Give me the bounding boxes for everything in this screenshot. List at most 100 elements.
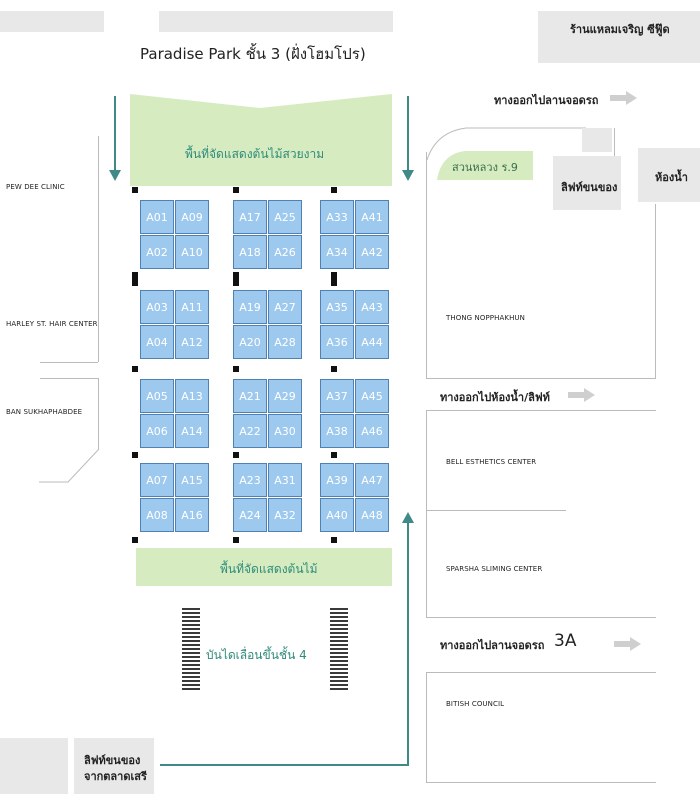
pillar-marker (331, 272, 337, 286)
stall-a26[interactable]: A26 (268, 235, 302, 269)
stall-a48[interactable]: A48 (355, 498, 389, 532)
arrow-line (114, 96, 116, 174)
wall-diagonal (39, 448, 100, 483)
stall-a34[interactable]: A34 (320, 235, 354, 269)
shop-pew-dee: PEW DEE CLINIC (6, 183, 65, 191)
toilet-label: ห้องน้ำ (655, 171, 688, 184)
wall (426, 672, 656, 673)
stall-a04[interactable]: A04 (140, 325, 174, 359)
garden-bottom-area (136, 548, 392, 586)
stall-a25[interactable]: A25 (268, 200, 302, 234)
stall-a28[interactable]: A28 (268, 325, 302, 359)
top-right-shop-label: ร้านแหลมเจริญ ซีฟู๊ด (570, 23, 670, 36)
stall-a20[interactable]: A20 (233, 325, 267, 359)
stall-a24[interactable]: A24 (233, 498, 267, 532)
stall-a32[interactable]: A32 (268, 498, 302, 532)
wall (40, 362, 98, 363)
wall (98, 136, 99, 362)
stall-a39[interactable]: A39 (320, 463, 354, 497)
top-right-shop-block (538, 11, 700, 63)
stall-a29[interactable]: A29 (268, 379, 302, 413)
stall-a46[interactable]: A46 (355, 414, 389, 448)
shop-sparsha: SPARSHA SLIMING CENTER (446, 565, 543, 573)
down-arrow-icon (109, 170, 121, 181)
bottom-lift-label-2: จากตลาดเสรี (84, 770, 147, 783)
stall-a19[interactable]: A19 (233, 290, 267, 324)
wall (426, 152, 427, 378)
stall-a30[interactable]: A30 (268, 414, 302, 448)
pillar-marker (132, 187, 138, 193)
stall-a37[interactable]: A37 (320, 379, 354, 413)
shop-british-council: BITISH COUNCIL (446, 700, 505, 708)
pillar-marker (132, 452, 138, 458)
stall-a27[interactable]: A27 (268, 290, 302, 324)
pillar-marker (233, 366, 239, 372)
wall (655, 204, 656, 378)
wall (426, 617, 656, 618)
stall-a16[interactable]: A16 (175, 498, 209, 532)
stall-a23[interactable]: A23 (233, 463, 267, 497)
escalator-left-icon (182, 608, 200, 692)
stall-a42[interactable]: A42 (355, 235, 389, 269)
map-title: Paradise Park ชั้น 3 (ฝั่งโฮมโปร) (140, 45, 366, 63)
stall-a14[interactable]: A14 (175, 414, 209, 448)
bottom-left-block (0, 738, 68, 794)
shop-bell-esthetics: BELL ESTHETICS CENTER (446, 458, 537, 466)
stall-a36[interactable]: A36 (320, 325, 354, 359)
up-arrow-icon (402, 512, 414, 523)
garden-bottom-label: พื้นที่จัดแสดงต้นไม้ (220, 562, 318, 576)
right-arrow-icon (610, 91, 637, 105)
stall-a08[interactable]: A08 (140, 498, 174, 532)
stall-a45[interactable]: A45 (355, 379, 389, 413)
stall-a05[interactable]: A05 (140, 379, 174, 413)
stall-a02[interactable]: A02 (140, 235, 174, 269)
wall (426, 510, 566, 511)
stall-a07[interactable]: A07 (140, 463, 174, 497)
arrow-line (407, 522, 409, 766)
curved-wall (426, 127, 586, 161)
pillar-marker (132, 366, 138, 372)
stall-a21[interactable]: A21 (233, 379, 267, 413)
arrow-line (407, 96, 409, 174)
stall-a06[interactable]: A06 (140, 414, 174, 448)
stall-a31[interactable]: A31 (268, 463, 302, 497)
top-center-block (159, 11, 393, 32)
stall-a10[interactable]: A10 (175, 235, 209, 269)
park-r9-area (437, 151, 533, 180)
stall-a18[interactable]: A18 (233, 235, 267, 269)
pillar-marker (331, 187, 337, 193)
stall-a13[interactable]: A13 (175, 379, 209, 413)
toilet-block (638, 148, 700, 202)
escalator-label: บันไดเลื่อนขึ้นชั้น 4 (206, 648, 307, 662)
stall-a33[interactable]: A33 (320, 200, 354, 234)
stall-a40[interactable]: A40 (320, 498, 354, 532)
stall-a22[interactable]: A22 (233, 414, 267, 448)
stall-a01[interactable]: A01 (140, 200, 174, 234)
stall-a17[interactable]: A17 (233, 200, 267, 234)
pillar-marker (331, 366, 337, 372)
goods-lift-label: ลิฟท์ขนของ (561, 181, 618, 194)
stall-a44[interactable]: A44 (355, 325, 389, 359)
exit-parking-label: ทางออกไปลานจอดรถ (494, 94, 599, 107)
top-left-block (0, 11, 104, 32)
stall-a35[interactable]: A35 (320, 290, 354, 324)
stall-a12[interactable]: A12 (175, 325, 209, 359)
stall-a15[interactable]: A15 (175, 463, 209, 497)
wall (426, 410, 427, 618)
park-r9-label: สวนหลวง ร.9 (452, 161, 518, 174)
stall-a38[interactable]: A38 (320, 414, 354, 448)
stall-a09[interactable]: A09 (175, 200, 209, 234)
stall-a03[interactable]: A03 (140, 290, 174, 324)
wall (426, 378, 656, 379)
wall (426, 672, 427, 782)
wall (98, 378, 99, 450)
stall-a47[interactable]: A47 (355, 463, 389, 497)
escalator-right-icon (330, 608, 348, 692)
right-arrow-icon (568, 388, 595, 402)
pillar-marker (233, 187, 239, 193)
wall (426, 782, 656, 783)
stall-a43[interactable]: A43 (355, 290, 389, 324)
stall-a11[interactable]: A11 (175, 290, 209, 324)
stall-a41[interactable]: A41 (355, 200, 389, 234)
wall (614, 128, 615, 156)
